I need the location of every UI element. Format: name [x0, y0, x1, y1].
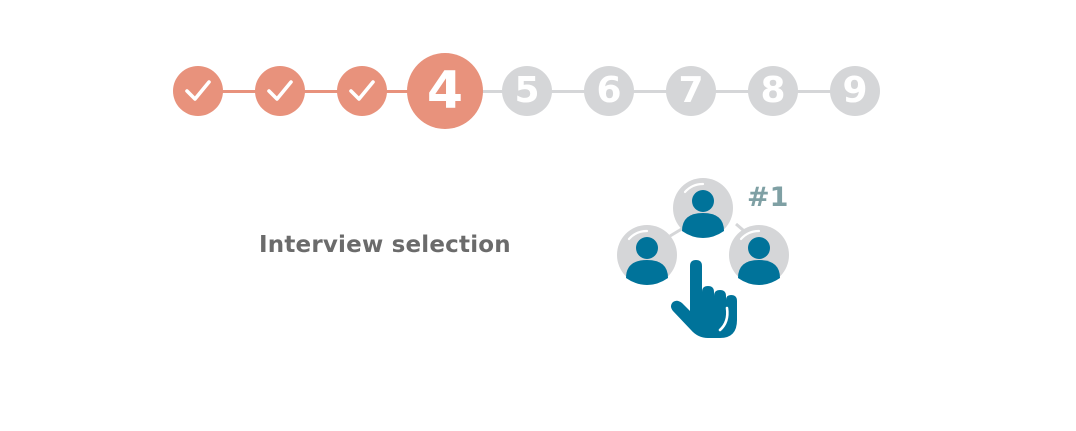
- candidate-avatar-icon: [673, 178, 733, 238]
- checkmark-icon: [349, 80, 375, 101]
- step-connector: [633, 90, 668, 93]
- checkmark-icon: [185, 80, 211, 101]
- step-3-completed[interactable]: [337, 66, 387, 116]
- rank-label: #1: [747, 182, 789, 213]
- step-connector: [797, 90, 832, 93]
- step-number: 7: [678, 70, 704, 111]
- step-9[interactable]: 9: [830, 66, 880, 116]
- step-4-current[interactable]: 4: [407, 53, 483, 129]
- step-connector: [386, 90, 410, 93]
- step-2-completed[interactable]: [255, 66, 305, 116]
- step-5[interactable]: 5: [502, 66, 552, 116]
- step-connector: [480, 90, 504, 93]
- step-1-completed[interactable]: [173, 66, 223, 116]
- step-connector: [304, 90, 339, 93]
- step-6[interactable]: 6: [584, 66, 634, 116]
- checkmark-icon: [267, 80, 293, 101]
- step-number: 8: [760, 70, 786, 111]
- step-8[interactable]: 8: [748, 66, 798, 116]
- step-connector: [222, 90, 257, 93]
- illustration-graphic: [617, 178, 789, 338]
- step-number: 6: [596, 70, 622, 111]
- step-number: 5: [514, 70, 540, 111]
- interview-selection-illustration: #1: [610, 170, 810, 345]
- step-connector: [715, 90, 750, 93]
- step-7[interactable]: 7: [666, 66, 716, 116]
- pointing-hand-icon: [671, 260, 737, 338]
- step-number: 4: [426, 61, 464, 121]
- candidate-avatar-icon: [729, 225, 789, 285]
- progress-stepper: 4 5 6 7 8 9: [0, 0, 1076, 160]
- step-connector: [551, 90, 586, 93]
- step-number: 9: [842, 70, 868, 111]
- candidate-avatar-icon: [617, 225, 677, 285]
- step-title: Interview selection: [259, 232, 511, 258]
